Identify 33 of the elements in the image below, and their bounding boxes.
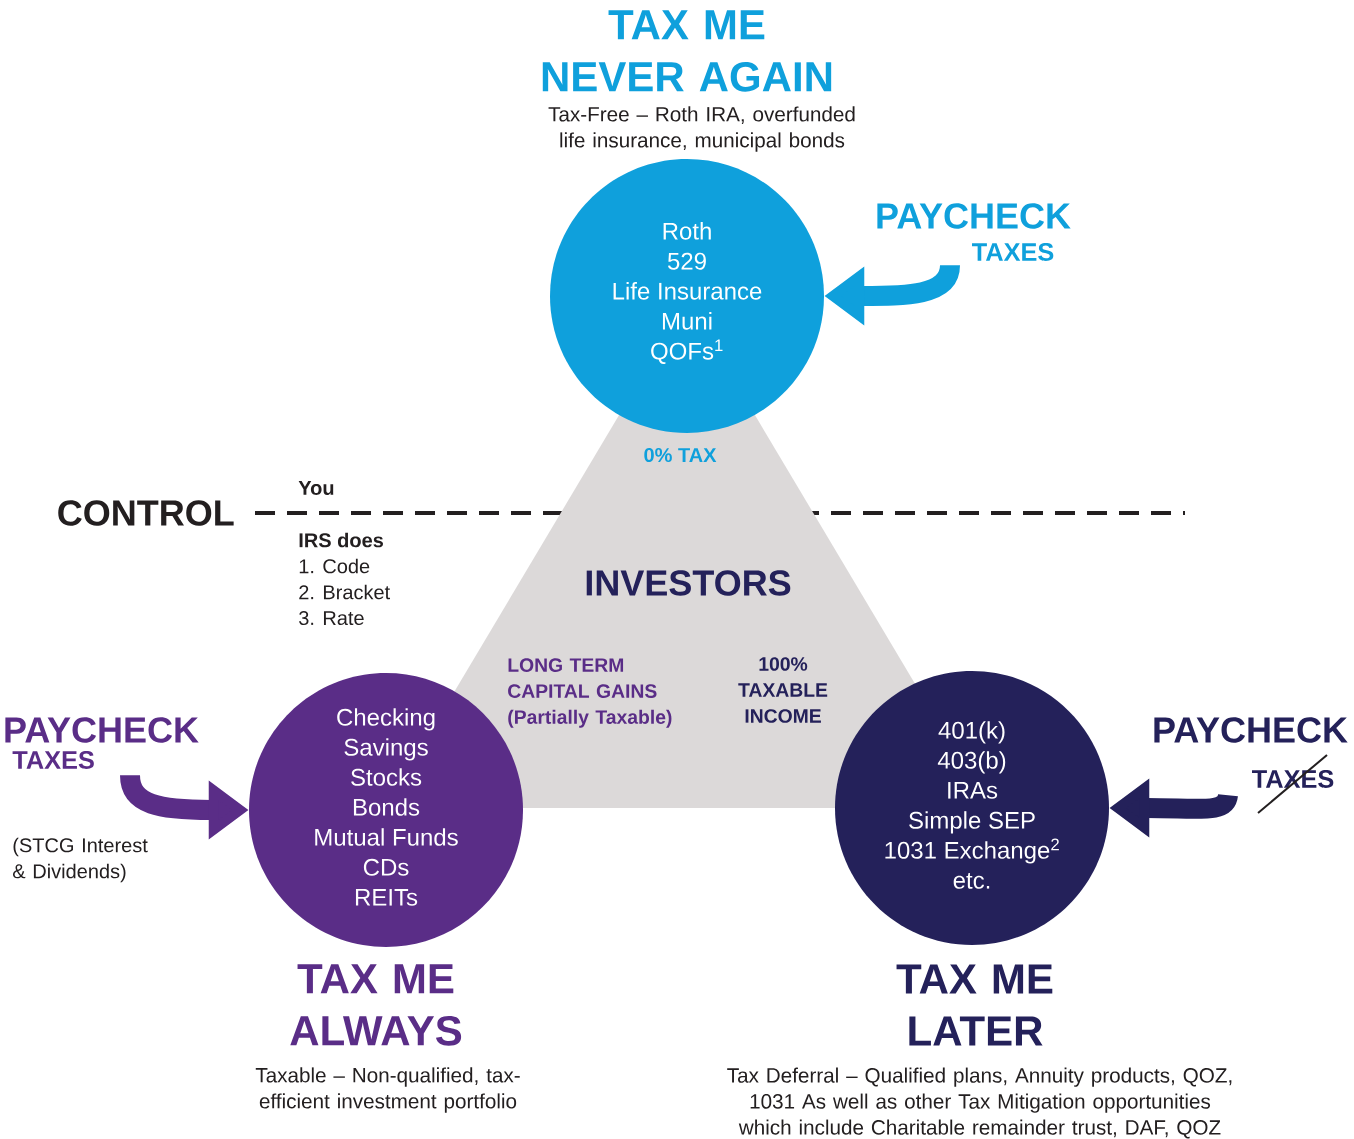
heading: TAX ME LATER: [896, 964, 1053, 1046]
note: (STCG Interest & Dividends): [13, 837, 148, 883]
node-label: 403(b): [937, 751, 1006, 774]
list-item: 2. Bracket: [299, 584, 390, 600]
node-label: etc.: [953, 873, 990, 889]
control-label: CONTROL: [58, 500, 234, 526]
taxes-label: TAXES: [12, 751, 94, 769]
description: Taxable – Non-qualified, tax-efficient investment portfolio: [255, 1067, 520, 1113]
taxes-label: TAXES: [972, 243, 1054, 261]
node-label: CDs: [363, 858, 409, 876]
node-label: Stocks: [351, 768, 422, 786]
list-item: 3. Rate: [299, 610, 364, 626]
node-label: Savings: [344, 738, 428, 761]
income-label: 100% TAXABLE INCOME: [738, 657, 828, 723]
heading: TAX ME ALWAYS: [290, 964, 462, 1046]
node-label: 401(k): [938, 721, 1005, 744]
description: Tax Deferral – Qualified plans, Annuity products, QOZ, 1031 As well as other Tax Mitigation opportunities which include Charitable remainder trust, DAF, QOZ: [727, 1067, 1232, 1139]
tax-rate-label: 0% TAX: [644, 447, 717, 463]
node-label: Simple SEP: [909, 811, 1035, 834]
node-label: Bonds: [353, 798, 420, 816]
node-label: IRAs: [948, 782, 998, 799]
you-label: You: [298, 481, 334, 495]
paycheck-label: PAYCHECK: [877, 203, 1071, 229]
node-label: Mutual Funds: [315, 828, 458, 846]
node-label: Checking: [337, 708, 435, 731]
node-label: REITs: [355, 889, 418, 906]
paycheck-label: PAYCHECK: [5, 717, 199, 743]
heading: TAX ME NEVER AGAIN: [542, 10, 832, 92]
description: Tax-Free – Roth IRA, overfunded life insurance, municipal bonds: [548, 106, 855, 152]
paycheck-label: PAYCHECK: [1154, 717, 1348, 743]
gains-label: LONG TERM CAPITAL GAINS (Partially Taxable): [508, 658, 672, 728]
center-title: INVESTORS: [586, 570, 791, 596]
node-label: 1031 Exchange$^{2}$: [885, 838, 1059, 864]
